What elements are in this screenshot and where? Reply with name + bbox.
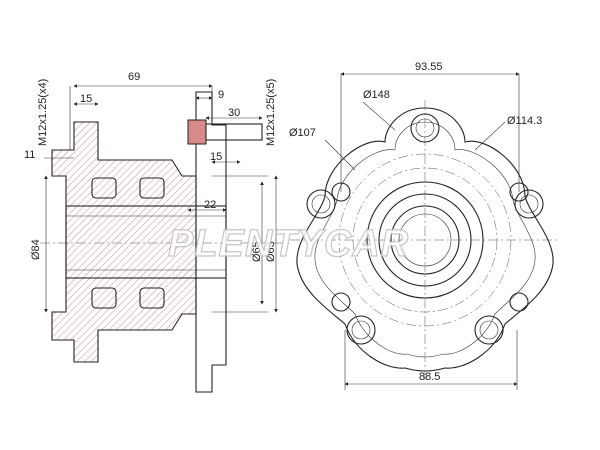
wheel-stud-knurl — [187, 119, 207, 145]
dim-thread-stud: M12x1.25(x5) — [265, 79, 277, 146]
hub-housing-section — [51, 121, 197, 363]
stud-hole — [346, 315, 376, 345]
bearing-ball-bottom-right — [139, 287, 165, 309]
dim-pcd-114: Ø114.3 — [507, 115, 542, 127]
side-view: 69 9 15 30 11 15 22 Ø84 Ø65 Ø63 M12x1.25… — [24, 71, 290, 393]
bearing-ball-top-right — [139, 177, 165, 199]
dim-stud-offset: 9 — [218, 89, 224, 101]
dim-pilot-2: Ø63 — [265, 241, 277, 262]
hub-flange — [195, 91, 227, 393]
watermark-logo: PLENTYCAR — [168, 223, 409, 265]
wheel-stud-thread — [205, 123, 263, 141]
dim-pcd-107: Ø107 — [289, 127, 316, 139]
hub-bore — [65, 205, 227, 279]
dim-flange-thickness: 11 — [24, 149, 35, 161]
dim-bore-depth: 22 — [204, 199, 216, 211]
bolt-hole — [509, 292, 529, 312]
stud-hole — [474, 315, 504, 345]
stud-hole — [514, 189, 544, 219]
bearing-ball-top-left — [91, 177, 117, 199]
bolt-hole — [331, 292, 351, 312]
stud-hole — [410, 113, 440, 143]
dim-flange-to-bearing: 15 — [80, 93, 92, 105]
bearing-ball-bottom-left — [91, 287, 117, 309]
dim-stud-length: 30 — [228, 107, 240, 119]
dim-thread-top: M12x1.25(x4) — [37, 79, 49, 146]
dim-width-bottom: 88.5 — [419, 371, 440, 383]
dim-pcd-148: Ø148 — [363, 89, 390, 101]
dim-outer-diameter: Ø84 — [30, 239, 42, 260]
dim-overall-length: 69 — [128, 71, 140, 83]
front-view: 93.55 Ø148 Ø114.3 Ø107 88.5 — [289, 61, 560, 390]
dim-pilot-1: Ø65 — [251, 241, 263, 262]
dim-inner-offset: 15 — [210, 151, 222, 163]
dim-width-top: 93.55 — [415, 61, 443, 73]
stud-hole — [306, 189, 336, 219]
